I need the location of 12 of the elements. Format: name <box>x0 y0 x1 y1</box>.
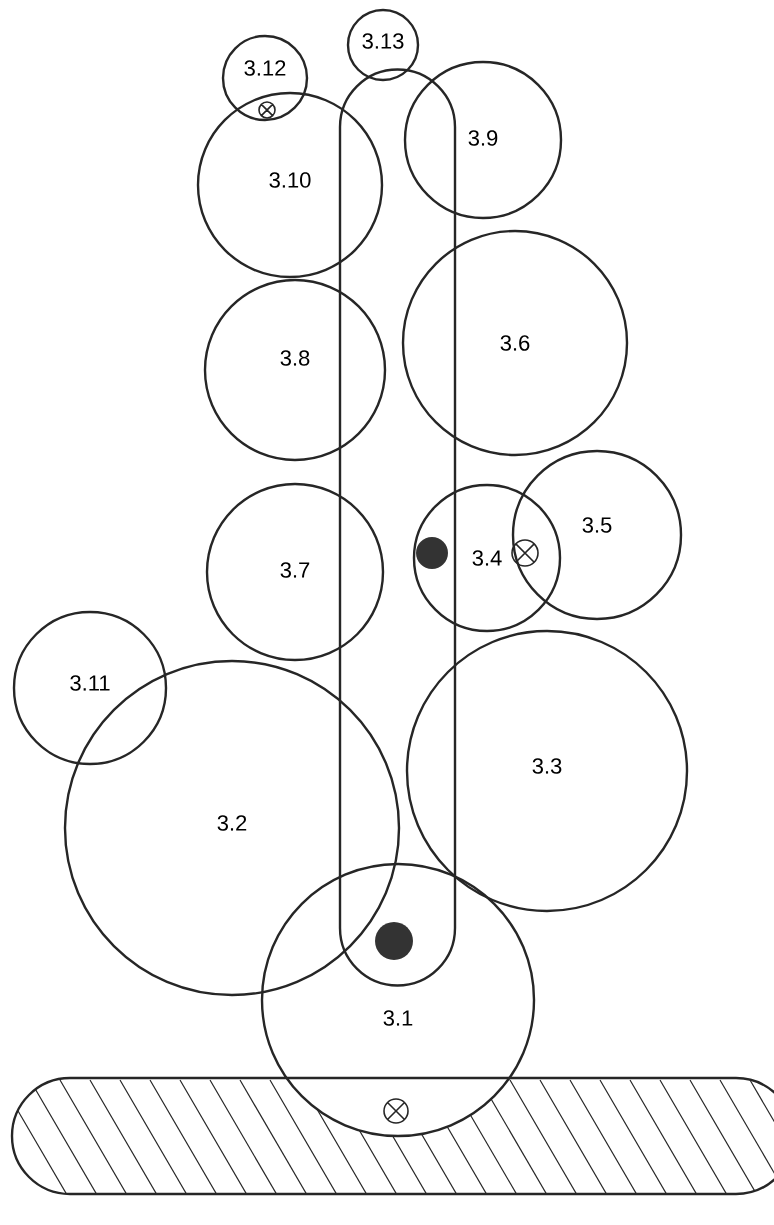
circle-zone: 3.10 <box>196 91 384 279</box>
circle-zone: 3.11 <box>12 610 168 766</box>
circle-zone: 3.13 <box>346 8 420 82</box>
circle-zone: 3.3 <box>405 629 689 913</box>
circle-zone: 3.7 <box>205 482 385 662</box>
circle-zone: 3.8 <box>203 278 387 462</box>
circle-zone: 3.9 <box>403 60 563 220</box>
circle-zone: 3.5 <box>511 449 683 621</box>
circle-zone: 3.6 <box>401 229 629 457</box>
circle-zone: 3.12 <box>221 34 309 122</box>
circle-zone: 3.4 <box>412 483 562 633</box>
circle-zone: 3.1 <box>260 862 536 1138</box>
